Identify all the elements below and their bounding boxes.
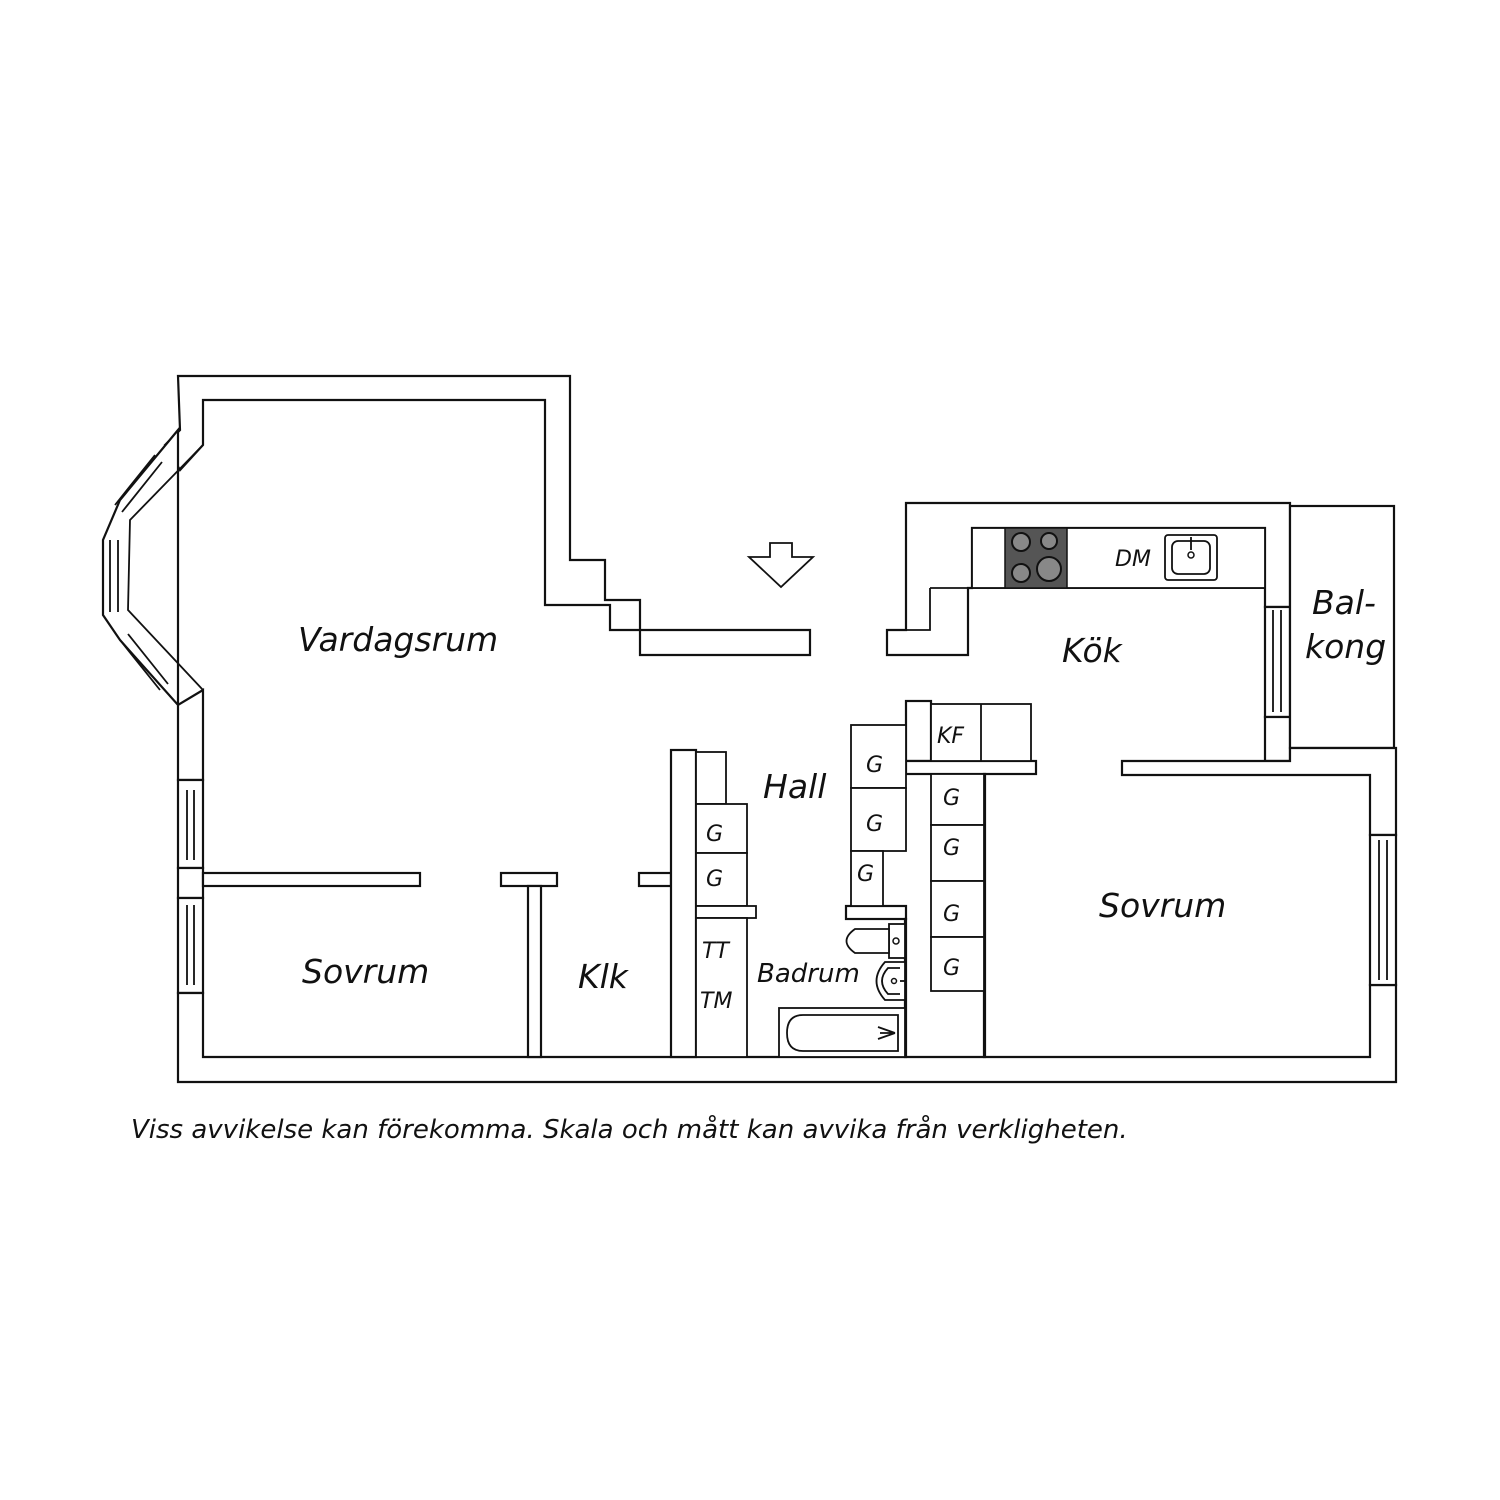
room-label-sovrum-right: Sovrum	[1099, 886, 1226, 925]
washbasin-icon	[875, 961, 906, 1001]
wardrobe-label: G	[706, 867, 723, 892]
wardrobe-label: G	[943, 786, 960, 811]
disclaimer-text: Viss avvikelse kan förekomma. Skala och …	[131, 1114, 1128, 1145]
bathtub-icon	[778, 1007, 906, 1058]
interior-walls	[201, 699, 1038, 1059]
sink-icon	[1164, 534, 1218, 581]
room-label-hall: Hall	[763, 767, 826, 806]
wardrobe-label: G	[866, 812, 883, 837]
bathroom-fixtures	[778, 923, 906, 1058]
room-label-vardagsrum: Vardagsrum	[298, 620, 498, 659]
stove-icon	[1004, 527, 1068, 589]
wardrobe-label: G	[857, 862, 874, 887]
fridge-freezer-label: KF	[937, 724, 964, 749]
washer-label: TM	[700, 989, 732, 1014]
room-label-kok: Kök	[1062, 631, 1124, 670]
room-label-badrum: Badrum	[757, 959, 860, 989]
outer-walls	[101, 374, 1398, 1084]
storage-units: KF G G G G G G G G G TT TM	[695, 703, 1032, 1058]
dishwasher-label: DM	[1115, 547, 1151, 572]
dryer-label: TT	[702, 939, 730, 964]
room-label-balkong-1: Bal-	[1312, 583, 1376, 622]
wardrobe-label: G	[943, 836, 960, 861]
kitchen-counter: DM	[971, 527, 1266, 589]
wardrobe-label: G	[943, 956, 960, 981]
room-label-sovrum-left: Sovrum	[302, 952, 429, 991]
wardrobe-label: G	[706, 822, 723, 847]
entrance-arrow-icon	[746, 542, 816, 589]
room-label-balkong-2: kong	[1305, 627, 1386, 666]
toilet-icon	[845, 923, 906, 959]
room-labels: Vardagsrum Kök Bal- kong Hall Sovrum Sov…	[298, 583, 1386, 996]
wardrobe-label: G	[866, 753, 883, 778]
room-label-klk: Klk	[578, 957, 630, 996]
wardrobe-label: G	[943, 902, 960, 927]
